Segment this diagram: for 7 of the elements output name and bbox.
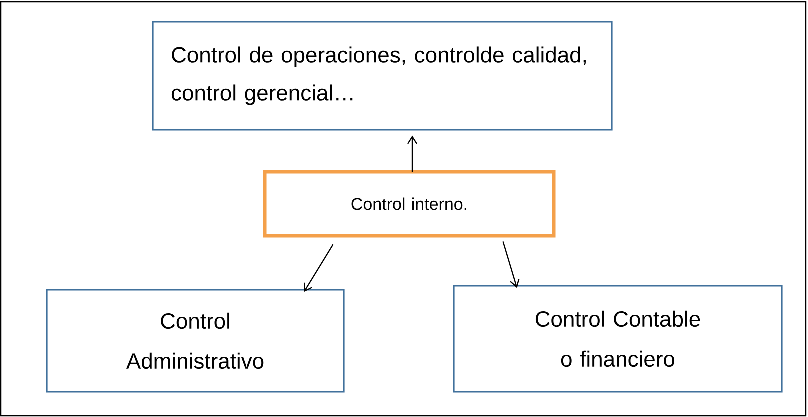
highlighted-box: Control interno. bbox=[263, 170, 556, 238]
process-box: Control Administrativo bbox=[46, 289, 345, 393]
arrow bbox=[304, 244, 334, 292]
arrow bbox=[408, 136, 418, 172]
process-box: Control Contable o financiero bbox=[453, 285, 783, 393]
process-box: Control de operaciones, controlde calidad, control gerencial… bbox=[152, 21, 613, 131]
arrow bbox=[502, 242, 520, 288]
